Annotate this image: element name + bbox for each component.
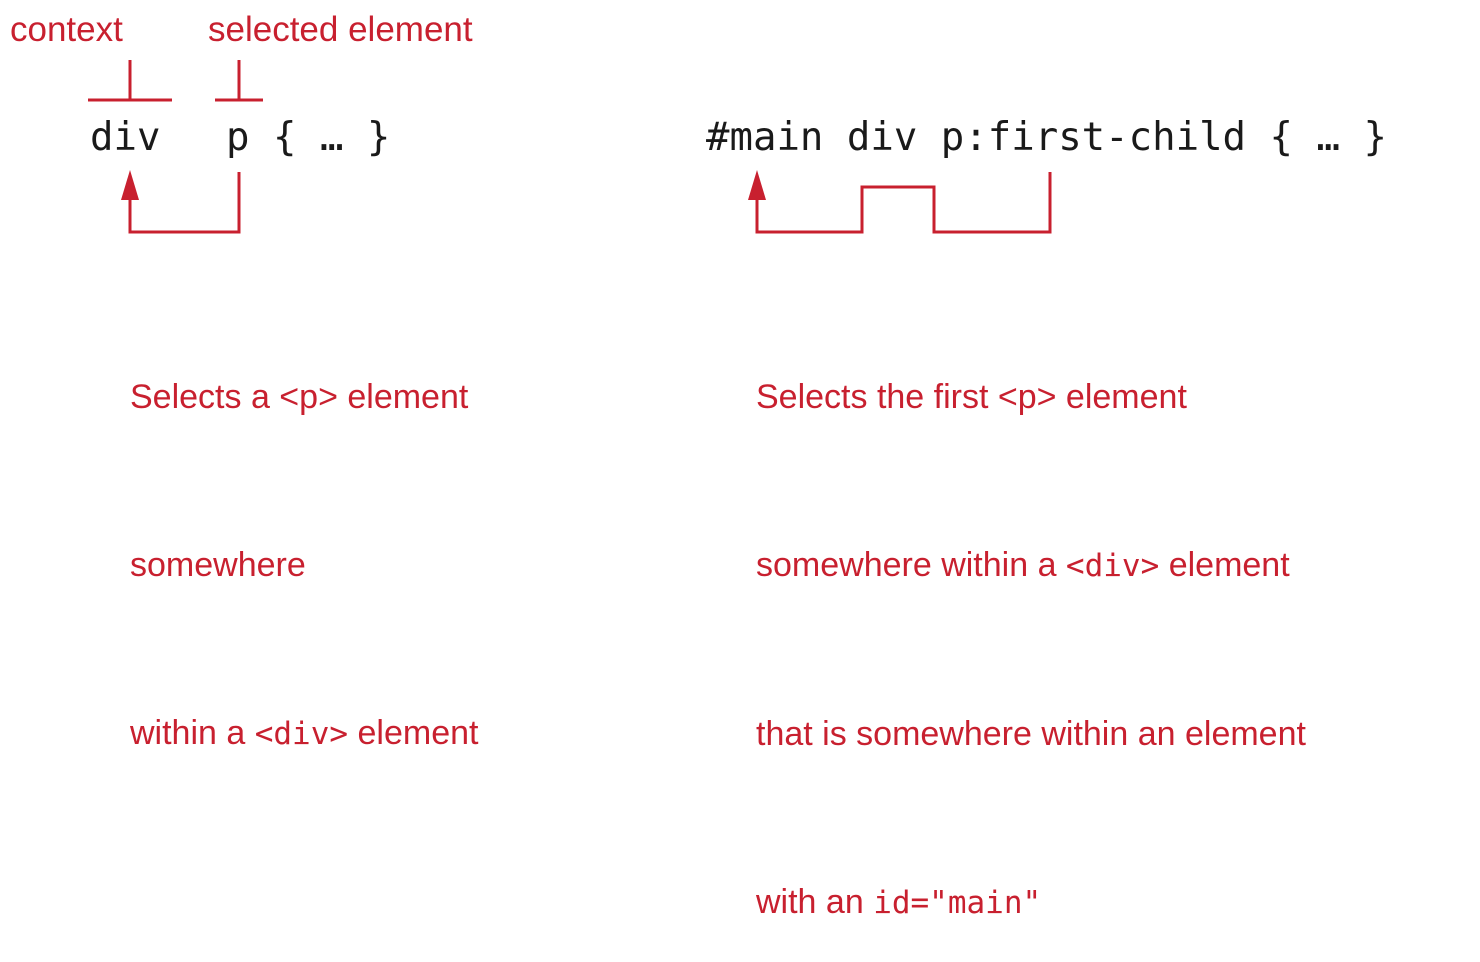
- left-code-selected: p: [226, 115, 250, 160]
- desc-code: <div>: [254, 716, 349, 752]
- left-code-context: div: [90, 115, 161, 160]
- selected-element-label: selected element: [208, 10, 473, 49]
- desc-text: element: [1159, 546, 1290, 584]
- desc-code: <div>: [1065, 548, 1160, 584]
- left-code-rest: { … }: [273, 115, 391, 160]
- desc-code: id="main": [873, 885, 1042, 921]
- connector-lines: [88, 60, 1052, 234]
- desc-text: with an: [756, 883, 874, 921]
- selected-bracket: [215, 60, 263, 102]
- left-description: Selects a <p> element somewhere within a…: [130, 257, 478, 818]
- right-arrow-head-icon: [748, 170, 766, 200]
- desc-text: somewhere: [130, 546, 306, 584]
- context-bracket: [88, 60, 172, 102]
- desc-line: Selects the first <p> element: [756, 369, 1306, 425]
- desc-text: somewhere within a: [756, 546, 1066, 584]
- desc-line: somewhere: [130, 537, 478, 593]
- desc-line: somewhere within a <div> element: [756, 537, 1306, 594]
- desc-text: element: [348, 714, 479, 752]
- desc-line: within a <div> element: [130, 705, 478, 762]
- context-label: context: [10, 10, 123, 49]
- right-relation-line: [755, 172, 1052, 234]
- desc-text: that is somewhere within an element: [756, 715, 1306, 753]
- right-code: #main div p:first-child { … }: [706, 115, 1387, 160]
- desc-text: Selects a <p> element: [130, 378, 469, 416]
- desc-line: with an id="main": [756, 874, 1306, 931]
- left-arrow-head-icon: [121, 170, 139, 200]
- desc-text: within a: [130, 714, 255, 752]
- desc-line: Selects a <p> element: [130, 369, 478, 425]
- right-description: Selects the first <p> element somewhere …: [756, 257, 1306, 962]
- desc-text: Selects the first <p> element: [756, 378, 1187, 416]
- desc-line: that is somewhere within an element: [756, 706, 1306, 762]
- left-relation-line: [128, 172, 241, 234]
